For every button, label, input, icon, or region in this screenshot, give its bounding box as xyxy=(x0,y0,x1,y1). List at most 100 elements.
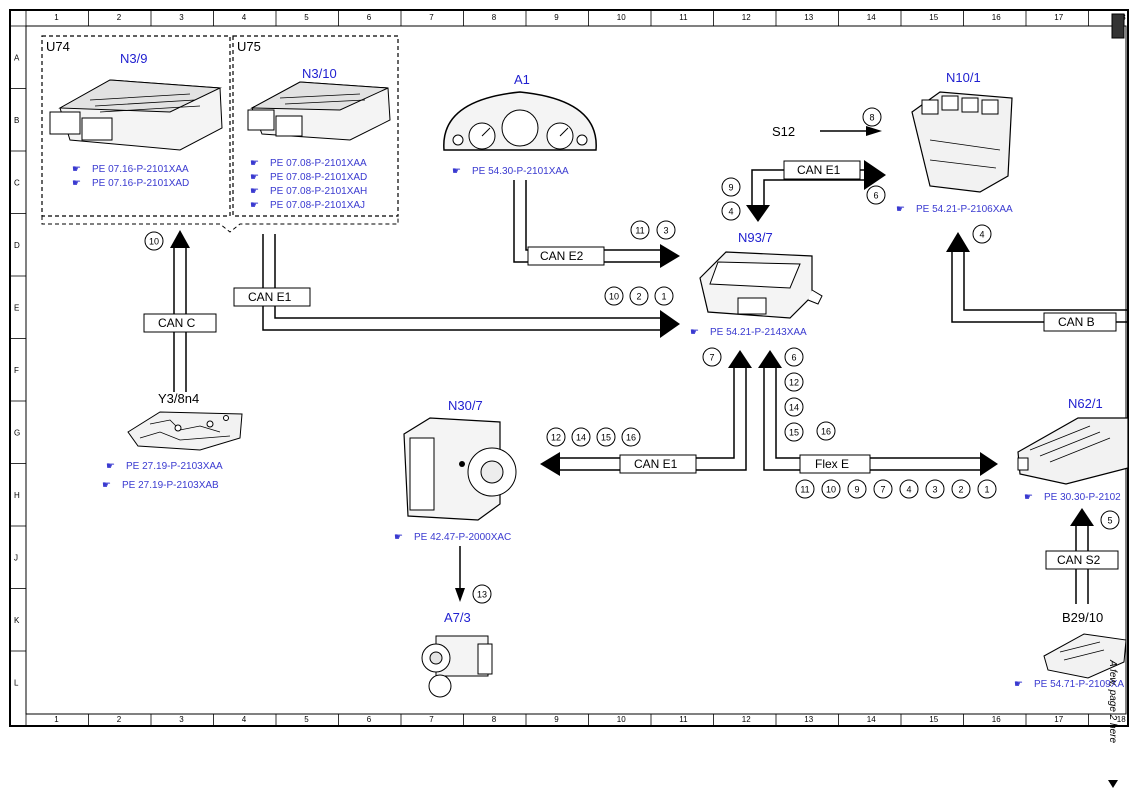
marker-number: 11 xyxy=(800,485,809,495)
marker-circle xyxy=(656,220,676,240)
marker-circle xyxy=(977,479,997,499)
ref-n3-10-2[interactable]: PE 07.08-P-2101XAD xyxy=(270,172,367,183)
svg-text:Flex E: Flex E xyxy=(815,457,849,471)
marker-circle xyxy=(629,286,649,306)
marker-number: 4 xyxy=(979,230,984,240)
svg-text:☛: ☛ xyxy=(1014,679,1023,690)
ecu-n3-10-icon xyxy=(247,81,391,141)
control-unit-n62-1-icon xyxy=(1017,417,1129,485)
marker-number: 7 xyxy=(880,485,885,495)
grid-col-label: 18 xyxy=(1117,715,1126,724)
marker-circle xyxy=(144,231,164,251)
group-label-u74: U74 xyxy=(46,39,70,54)
ref-n93-7-1[interactable]: PE 54.21-P-2143XAA xyxy=(710,327,807,338)
marker-number: 9 xyxy=(728,183,733,193)
fuse-relay-n10-1-icon xyxy=(911,91,1013,193)
ref-y3-8n4-2[interactable]: PE 27.19-P-2103XAB xyxy=(122,480,219,491)
ref-b29-10-1[interactable]: PE 54.71-P-2109XA xyxy=(1034,679,1124,690)
marker-circle xyxy=(795,479,815,499)
ref-y3-8n4-1[interactable]: PE 27.19-P-2103XAA xyxy=(126,461,223,472)
grid-col-label: 16 xyxy=(992,13,1001,22)
side-note: A few, page 2 here xyxy=(1107,659,1118,743)
grid-col-label: 6 xyxy=(367,715,372,724)
grid-col-label: 1 xyxy=(54,13,59,22)
marker-circle xyxy=(847,479,867,499)
group-box-u75 xyxy=(232,35,399,217)
comp-label-n3-10: N3/10 xyxy=(302,66,337,81)
grid-row-label: A xyxy=(14,53,20,62)
marker-number: 15 xyxy=(601,433,611,443)
marker-circle xyxy=(873,479,893,499)
instrument-cluster-a1-icon xyxy=(443,91,597,151)
grid-row-label: B xyxy=(14,116,19,125)
grid-col-label: 10 xyxy=(617,715,626,724)
comp-label-a7-3: A7/3 xyxy=(444,610,471,625)
ecu-n3-9-icon xyxy=(49,79,223,151)
ref-a1-1[interactable]: PE 54.30-P-2101XAA xyxy=(472,166,569,177)
bus-arrows xyxy=(170,126,1094,602)
grid-col-label: 17 xyxy=(1054,13,1063,22)
svg-text:☛: ☛ xyxy=(250,200,259,211)
marker-circle xyxy=(721,177,741,197)
drawing-area-border xyxy=(25,25,1127,715)
svg-text:☛: ☛ xyxy=(72,164,81,175)
grid-col-label: 17 xyxy=(1054,715,1063,724)
svg-text:☛: ☛ xyxy=(72,178,81,189)
svg-text:☛: ☛ xyxy=(250,172,259,183)
ref-n3-10-1[interactable]: PE 07.08-P-2101XAA xyxy=(270,158,367,169)
marker-circle xyxy=(784,372,804,392)
marker-number: 4 xyxy=(728,207,733,217)
grid-col-label: 1 xyxy=(54,715,59,724)
marker-number: 7 xyxy=(709,353,714,363)
grid-col-label: 4 xyxy=(242,13,247,22)
page-arrow-icon xyxy=(1108,780,1118,788)
svg-text:☛: ☛ xyxy=(102,480,111,491)
group-label-u75: U75 xyxy=(237,39,261,54)
ref-n3-9-2[interactable]: PE 07.16-P-2101XAD xyxy=(92,178,189,189)
grid-col-label: 8 xyxy=(492,715,497,724)
grid-col-label: 12 xyxy=(742,715,751,724)
svg-text:☛: ☛ xyxy=(250,186,259,197)
grid-col-label: 13 xyxy=(804,13,813,22)
marker-number: 4 xyxy=(906,485,911,495)
marker-circle xyxy=(899,479,919,499)
ref-n30-7-1[interactable]: PE 42.47-P-2000XAC xyxy=(414,532,511,543)
bus-label-can-e1-mid: CAN E1 xyxy=(619,454,697,474)
svg-text:CAN E1: CAN E1 xyxy=(797,163,841,177)
comp-label-n93-7: N93/7 xyxy=(738,230,773,245)
grid-row-label: E xyxy=(14,303,19,312)
grid-row-label: G xyxy=(14,428,20,437)
marker-circle xyxy=(866,185,886,205)
marker-circle xyxy=(721,201,741,221)
gateway-n93-7-icon xyxy=(699,251,823,319)
grid-row-label: L xyxy=(14,678,19,687)
marker-number: 5 xyxy=(1107,516,1112,526)
bus-label-can-c: CAN C xyxy=(143,313,217,333)
marker-number: 9 xyxy=(854,485,859,495)
grid-col-label: 6 xyxy=(367,13,372,22)
marker-number: 1 xyxy=(984,485,989,495)
grid-col-label: 11 xyxy=(679,715,688,724)
grid-ticks: 1122334455667788991010111112121313141415… xyxy=(10,10,1126,726)
ref-n3-9-1[interactable]: PE 07.16-P-2101XAA xyxy=(92,164,189,175)
marker-number: 3 xyxy=(663,226,668,236)
comp-label-n62-1: N62/1 xyxy=(1068,396,1103,411)
grid-row-label: H xyxy=(14,491,20,500)
marker-number: 11 xyxy=(635,226,644,236)
marker-circle xyxy=(596,427,616,447)
comp-label-n30-7: N30/7 xyxy=(448,398,483,413)
ref-n3-10-3[interactable]: PE 07.08-P-2101XAH xyxy=(270,186,367,197)
marker-number: 10 xyxy=(826,485,836,495)
bus-label-flex-e: Flex E xyxy=(799,454,871,474)
marker-circle xyxy=(784,397,804,417)
ref-n3-10-4[interactable]: PE 07.08-P-2101XAJ xyxy=(270,200,365,211)
svg-text:CAN E2: CAN E2 xyxy=(540,249,584,263)
svg-text:CAN E1: CAN E1 xyxy=(248,290,292,304)
grid-col-label: 9 xyxy=(554,715,559,724)
ref-n62-1-1[interactable]: PE 30.30-P-2102 xyxy=(1044,492,1121,503)
marker-circle xyxy=(702,347,722,367)
ref-n10-1-1[interactable]: PE 54.21-P-2106XAA xyxy=(916,204,1013,215)
group-bracket xyxy=(41,216,399,233)
grid-row-label: K xyxy=(14,616,20,625)
svg-text:☛: ☛ xyxy=(250,158,259,169)
